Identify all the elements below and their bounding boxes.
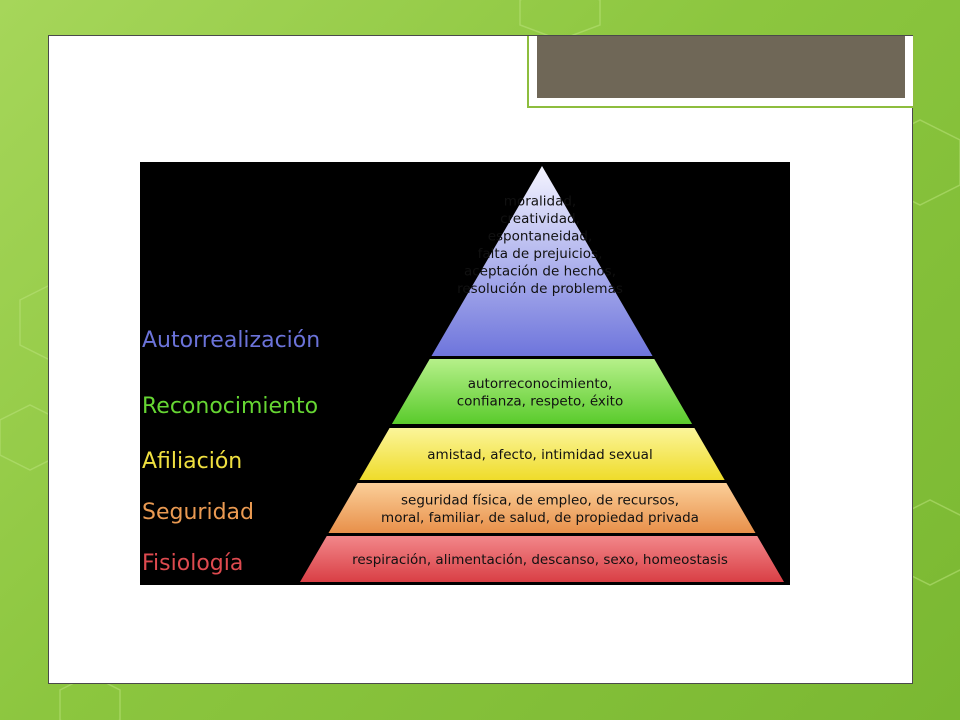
pyramid-level-reconocimiento — [391, 359, 693, 424]
slide-header-tab — [527, 36, 915, 108]
level-description-reconocimiento-line-0: autorreconocimiento, — [468, 376, 613, 392]
level-description-reconocimiento-line-1: confianza, respeto, éxito — [457, 393, 623, 409]
pyramid-level-seguridad — [328, 483, 756, 533]
level-label-fisiologia: Fisiología — [142, 551, 243, 576]
level-description-seguridad-line-1: moral, familiar, de salud, de propiedad … — [381, 510, 699, 526]
slide-header-tab-fill — [537, 36, 905, 98]
level-description-autorrealizacion-line-2: espontaneidad, — [488, 228, 593, 244]
level-label-reconocimiento: Reconocimiento — [142, 394, 318, 419]
level-description-autorrealizacion-line-1: creatividad, — [500, 211, 580, 227]
pyramid-level-fisiologia — [300, 536, 784, 582]
pyramid-level-afiliacion — [359, 428, 725, 480]
level-description-seguridad-line-0: seguridad física, de empleo, de recursos… — [401, 492, 679, 508]
maslow-pyramid: moralidad, creatividad,espontaneidad, falt… — [140, 162, 790, 585]
level-label-afiliacion: Afiliación — [142, 449, 242, 474]
level-description-autorrealizacion-line-0: moralidad, — [504, 193, 576, 209]
level-description-autorrealizacion-line-3: falta de prejuicios, — [478, 246, 603, 262]
level-description-autorrealizacion-line-5: resolución de problemas — [457, 281, 623, 297]
pyramid-level-autorrealizacion — [431, 166, 653, 356]
level-label-autorrealizacion: Autorrealización — [142, 328, 320, 353]
level-description-fisiologia-line-0: respiración, alimentación, descanso, sex… — [352, 552, 728, 568]
level-description-afiliacion-line-0: amistad, afecto, intimidad sexual — [427, 447, 652, 463]
level-label-seguridad: Seguridad — [142, 500, 254, 525]
level-description-autorrealizacion-line-4: aceptación de hechos, — [464, 263, 616, 279]
